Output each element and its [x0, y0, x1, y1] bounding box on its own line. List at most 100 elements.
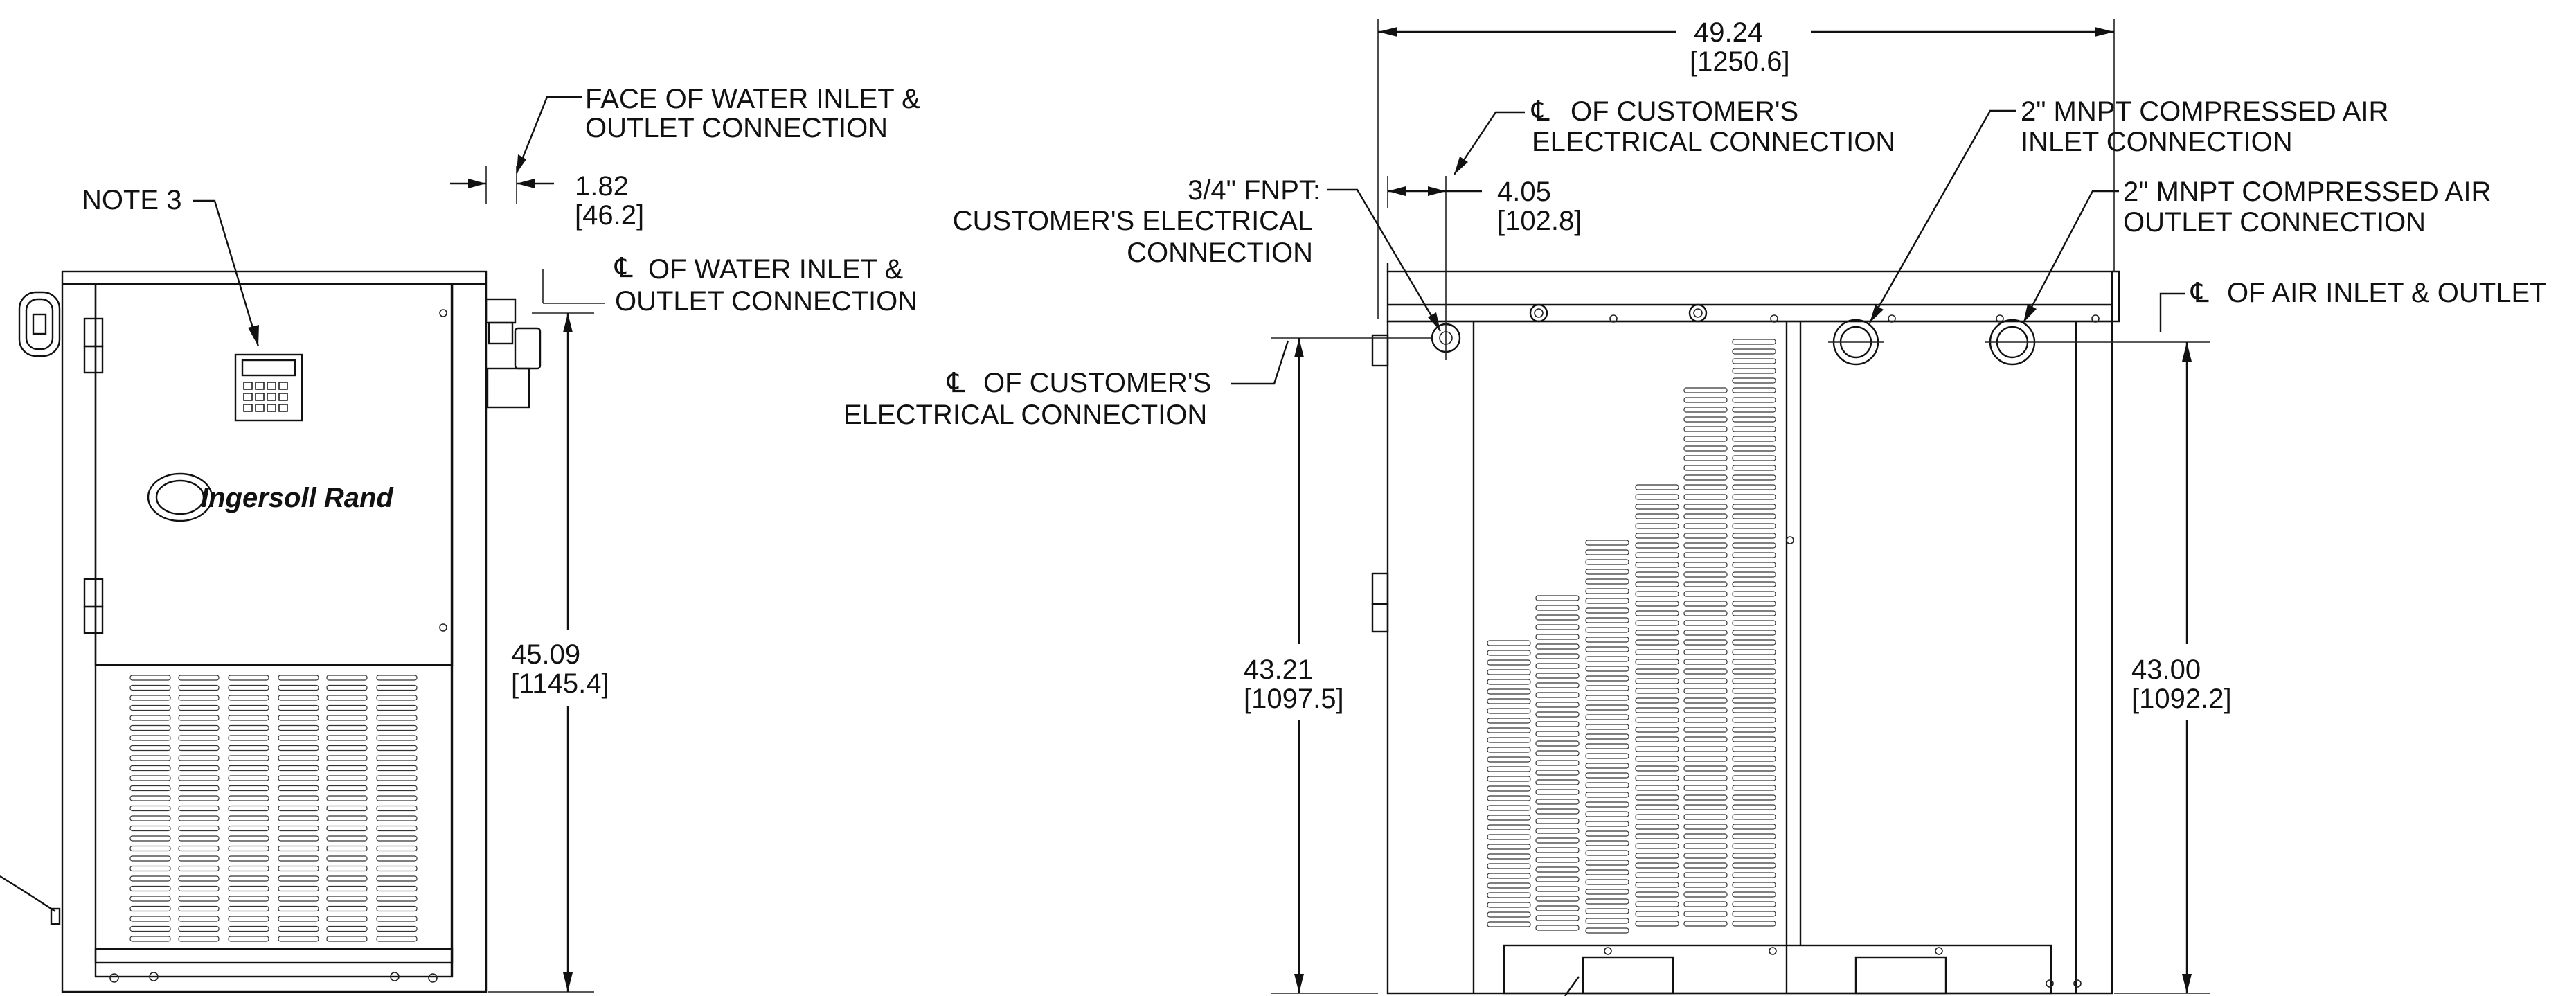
water-face-label-line1: FACE OF WATER INLET &	[585, 84, 920, 114]
louver-slot	[1683, 824, 1728, 830]
louver-slot	[1487, 911, 1531, 918]
louver-slot	[1487, 882, 1531, 889]
keypad-key	[267, 393, 276, 401]
louver-slot	[1635, 804, 1679, 810]
louver-slot	[278, 684, 319, 691]
louver-slot	[1487, 892, 1531, 898]
louver-slot	[376, 855, 418, 862]
louver-slot	[326, 724, 368, 731]
louver-slot	[1683, 833, 1728, 839]
air-inlet-port	[1828, 319, 1884, 366]
louver-slot	[1732, 794, 1776, 801]
louver-slot	[1535, 876, 1580, 882]
louver-slot	[178, 936, 220, 942]
louver-slot	[1732, 620, 1776, 626]
louver-slot	[1487, 815, 1531, 821]
drain-line	[0, 875, 61, 925]
louver-slot	[1683, 416, 1728, 423]
louver-slot	[1683, 620, 1728, 626]
louver-slot	[228, 825, 269, 832]
water-cl-label-line2: OUTLET CONNECTION	[615, 286, 918, 317]
louver-slot	[1535, 799, 1580, 805]
fnpt-label-line2: CUSTOMER'S ELECTRICAL	[953, 206, 1313, 236]
louver-slot	[376, 805, 418, 812]
louver-slot	[129, 695, 171, 701]
louver-slot	[278, 755, 319, 761]
side-cabinet-outline	[1371, 263, 2120, 995]
louver-slot	[1487, 863, 1531, 869]
louver-slot	[326, 684, 368, 691]
louver-slot	[326, 805, 368, 812]
louver-slot	[1585, 675, 1629, 682]
louver-slot	[1635, 736, 1679, 742]
louver-slot	[1535, 711, 1580, 718]
louver-slot	[326, 755, 368, 761]
louver-slot	[278, 855, 319, 862]
louver-slot	[326, 815, 368, 821]
louver-slot	[1683, 921, 1728, 927]
water-face-label-line2: OUTLET CONNECTION	[585, 113, 888, 143]
louver-slot	[1487, 756, 1531, 763]
elec-cl-top-line2: ELECTRICAL CONNECTION	[1532, 127, 1895, 157]
louver-slot	[1585, 617, 1629, 623]
louver-slot	[1732, 377, 1776, 384]
louver-slot	[1535, 663, 1580, 669]
louver-slot	[1683, 426, 1728, 432]
louver-slot	[1732, 494, 1776, 500]
louver-slot	[1683, 436, 1728, 442]
louver-slot	[1635, 843, 1679, 849]
louver-slot	[1732, 727, 1776, 733]
louver-slot	[129, 735, 171, 741]
louver-slot	[1683, 649, 1728, 655]
fnpt-label-line1: 3/4" FNPT:	[1188, 175, 1321, 206]
louver-slot	[1732, 358, 1776, 364]
louver-slot	[129, 775, 171, 781]
louver-slot	[1487, 853, 1531, 860]
overall-width-in: 49.24	[1694, 17, 1763, 48]
louver-slot	[1585, 927, 1629, 934]
water-fitting	[485, 298, 542, 409]
louver-slot	[1635, 533, 1679, 539]
louver-slot	[129, 805, 171, 812]
louver-slot	[1585, 830, 1629, 837]
louver-slot	[1683, 882, 1728, 888]
louver-slot	[1732, 348, 1776, 355]
louver-slot	[1683, 445, 1728, 452]
louver-slot	[1732, 552, 1776, 558]
louver-slot	[228, 724, 269, 731]
louver-slot	[1585, 918, 1629, 924]
louver-slot	[1683, 697, 1728, 704]
louver-slot	[1683, 542, 1728, 549]
louver-slot	[1535, 837, 1580, 844]
louver-slot	[1732, 523, 1776, 529]
louver-slot	[129, 896, 171, 902]
elec-offset-in: 4.05	[1497, 177, 1551, 207]
louver-slot	[1683, 843, 1728, 849]
louver-slot	[278, 885, 319, 892]
louver-slot	[1732, 901, 1776, 907]
louver-slot	[1635, 872, 1679, 878]
louver-slot	[1635, 494, 1679, 500]
louver-slot	[1585, 637, 1629, 643]
louver-slot	[129, 755, 171, 761]
louver-slot	[1635, 668, 1679, 675]
louver-slot	[326, 925, 368, 932]
louver-slot	[1683, 601, 1728, 607]
louver-slot	[178, 795, 220, 801]
louver-slot	[376, 724, 418, 731]
louver-slot	[1487, 669, 1531, 675]
louver-slot	[1635, 697, 1679, 704]
water-cl-label-line1: OF WATER INLET &	[648, 254, 904, 285]
louver-slot	[1635, 688, 1679, 694]
louver-slot	[278, 695, 319, 701]
louver-slot	[178, 745, 220, 752]
louver-slot	[1535, 847, 1580, 853]
centerline-symbol: ℄	[947, 368, 965, 398]
louver-slot	[1683, 484, 1728, 490]
louver-slot	[1732, 601, 1776, 607]
louver-slot	[326, 845, 368, 852]
louver-slot	[129, 875, 171, 882]
louver-slot	[278, 905, 319, 912]
louver-slot	[1535, 828, 1580, 834]
louver-slot	[228, 936, 269, 942]
